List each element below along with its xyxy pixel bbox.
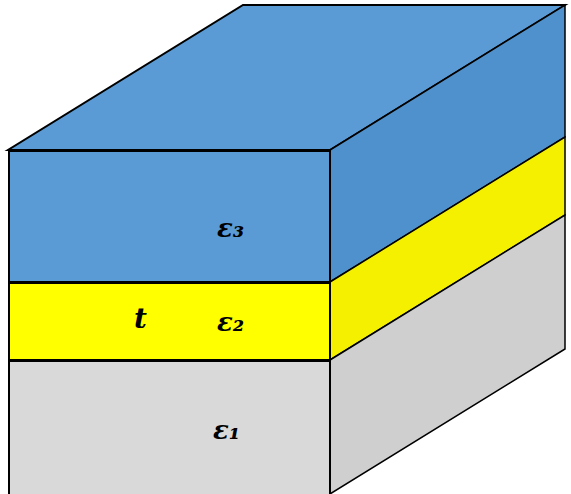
permittivity-label: ε₂ [217,307,244,337]
material-layer: ε₂ [8,282,331,361]
side-face-bottom-layer [330,215,565,494]
thickness-label: t [134,302,147,335]
material-layer: ε₁ [8,360,331,494]
permittivity-label: ε₁ [213,415,240,445]
permittivity-label: ε₃ [217,213,244,243]
material-layer: ε₃ [8,150,331,283]
label-holder: t [134,302,147,335]
